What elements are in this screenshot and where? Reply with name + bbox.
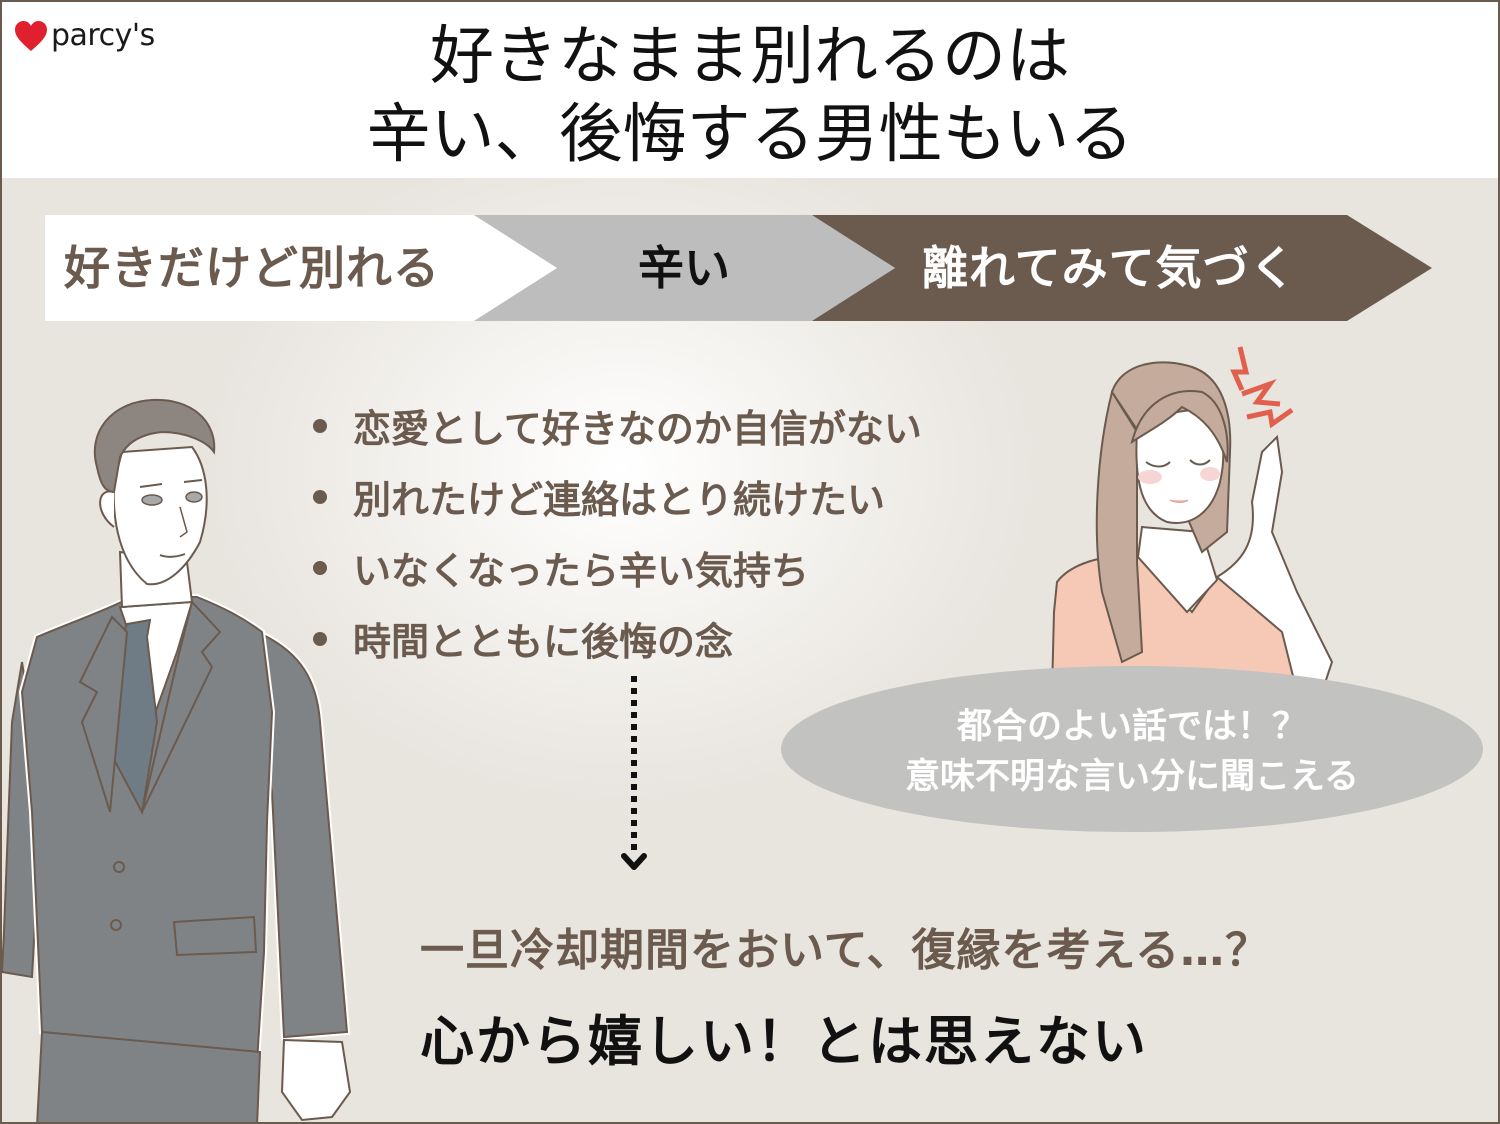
bubble-line-2: 意味不明な言い分に聞こえる — [905, 757, 1359, 797]
list-item-text: 別れたけど連絡はとり続けたい — [353, 478, 886, 522]
list-item: 時間とともに後悔の念 — [308, 603, 922, 674]
flow-step-2-label: 辛い — [638, 241, 730, 295]
woman-headache-illustration — [1050, 346, 1334, 692]
list-item: いなくなったら辛い気持ち — [308, 532, 922, 603]
heart-icon — [15, 21, 47, 51]
header: parcy's 好きなまま別れるのは 辛い、後悔する男性もいる — [2, 2, 1498, 178]
bullet-icon — [313, 489, 327, 504]
flow-step-3-label: 離れてみて気づく — [922, 241, 1297, 295]
list-item-text: いなくなったら辛い気持ち — [353, 549, 810, 593]
bullet-icon — [313, 418, 327, 433]
brand-logo[interactable]: parcy's — [14, 20, 155, 52]
stress-mark-icon — [1230, 346, 1250, 392]
list-item: 別れたけど連絡はとり続けたい — [308, 461, 922, 532]
bullet-icon — [313, 631, 327, 646]
reasons-list: 恋愛として好きなのか自信がない 別れたけど連絡はとり続けたい いなくなったら辛い… — [308, 390, 922, 674]
dotted-down-arrow-icon — [621, 676, 647, 870]
list-item: 恋愛として好きなのか自信がない — [308, 390, 922, 461]
page-title: 好きなまま別れるのは 辛い、後悔する男性もいる — [2, 18, 1498, 174]
list-item-text: 恋愛として好きなのか自信がない — [353, 407, 922, 451]
conclusion-question: 一旦冷却期間をおいて、復縁を考える…？ — [420, 925, 1271, 976]
conclusion-answer: 心から嬉しい！とは思えない — [420, 1010, 1148, 1073]
man-in-suit-illustration — [2, 398, 352, 1122]
title-line-1: 好きなまま別れるのは — [430, 20, 1070, 94]
logo-text: parcy's — [51, 18, 155, 53]
bubble-line-1: 都合のよい話では！？ — [956, 707, 1307, 747]
flow-step-1-label: 好きだけど別れる — [64, 241, 440, 295]
bullet-icon — [313, 560, 327, 575]
speech-bubble — [781, 666, 1483, 832]
speech-bubble-text: 都合のよい話では！？ 意味不明な言い分に聞こえる — [781, 702, 1483, 802]
title-line-2: 辛い、後悔する男性もいる — [366, 98, 1134, 172]
list-item-text: 時間とともに後悔の念 — [353, 620, 734, 664]
